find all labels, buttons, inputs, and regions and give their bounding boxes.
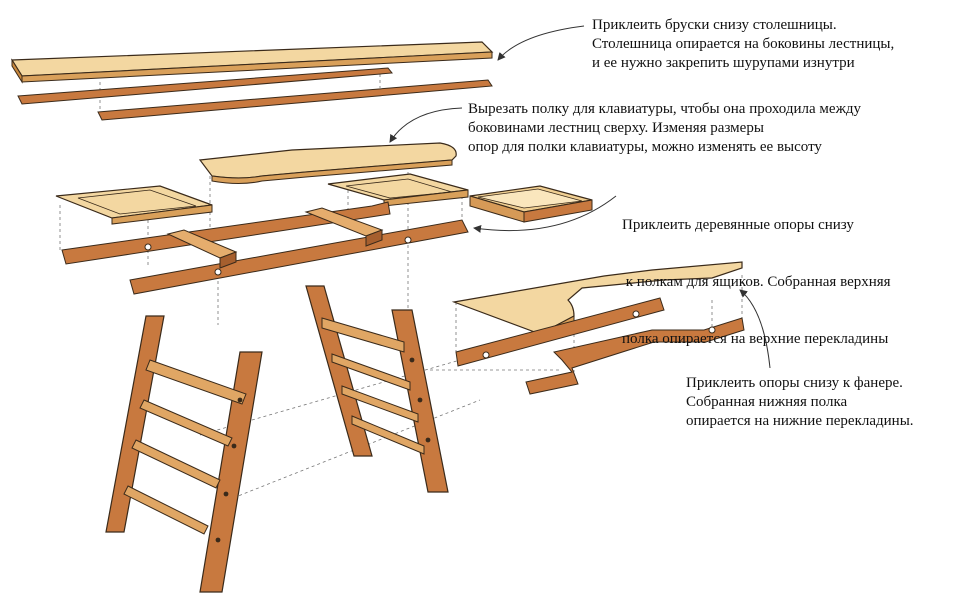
lower-shelf-assembly bbox=[451, 261, 745, 395]
annotation-upper-shelf-line-2: к полкам для ящиков. Собранная верхняя bbox=[622, 274, 891, 290]
keyboard-shelf-edge bbox=[211, 159, 453, 184]
annotation-tabletop-line-2: Столешница опирается на боковины лестниц… bbox=[592, 36, 895, 52]
annotation-lower-shelf-line-2: Собранная нижняя полка bbox=[686, 394, 848, 410]
annotation-tabletop-line-1: Приклеить бруски снизу столешницы. bbox=[592, 17, 837, 33]
annotation-keyboard-shelf-line-3: опор для полки клавиатуры, можно изменят… bbox=[468, 139, 822, 155]
annotation-upper-shelf: Приклеить деревянные опоры снизу к полка… bbox=[622, 178, 891, 387]
ladder-right bbox=[305, 285, 449, 493]
tabletop-edge-side bbox=[11, 58, 23, 84]
annotation-lower-shelf-line-1: Приклеить опоры снизу к фанере. bbox=[686, 375, 903, 391]
annotation-keyboard-shelf-line-2: боковинами лестниц сверху. Изменяя разме… bbox=[468, 120, 764, 136]
ladder-left bbox=[105, 315, 263, 593]
upper-shelf-assembly bbox=[55, 173, 593, 295]
arrow-upper-shelf bbox=[473, 195, 617, 233]
annotation-keyboard-shelf-line-1: Вырезать полку для клавиатуры, чтобы она… bbox=[468, 101, 862, 117]
lower-shelf-top bbox=[451, 261, 743, 335]
annotation-tabletop: Приклеить бруски снизу столешницы. Столе… bbox=[592, 16, 894, 73]
arrow-keyboard-shelf bbox=[389, 107, 463, 143]
arrow-lower-shelf bbox=[739, 289, 771, 369]
arrow-tabletop bbox=[497, 25, 585, 61]
annotation-lower-shelf-line-3: опирается на нижние перекладины. bbox=[686, 413, 914, 429]
tabletop-batten-front bbox=[17, 67, 393, 105]
annotation-upper-shelf-line-1: Приклеить деревянные опоры снизу bbox=[622, 217, 854, 233]
annotation-tabletop-line-3: и ее нужно закрепить шурупами изнутри bbox=[592, 55, 855, 71]
keyboard-shelf-assembly bbox=[198, 142, 457, 184]
annotation-upper-shelf-line-3: полка опирается на верхние перекладины bbox=[622, 331, 889, 347]
annotation-keyboard-shelf: Вырезать полку для клавиатуры, чтобы она… bbox=[468, 100, 861, 157]
tabletop-assembly bbox=[10, 41, 494, 121]
callout-arrows bbox=[389, 25, 771, 369]
tabletop-batten-back bbox=[97, 79, 493, 121]
annotation-lower-shelf: Приклеить опоры снизу к фанере. Собранна… bbox=[686, 374, 914, 431]
